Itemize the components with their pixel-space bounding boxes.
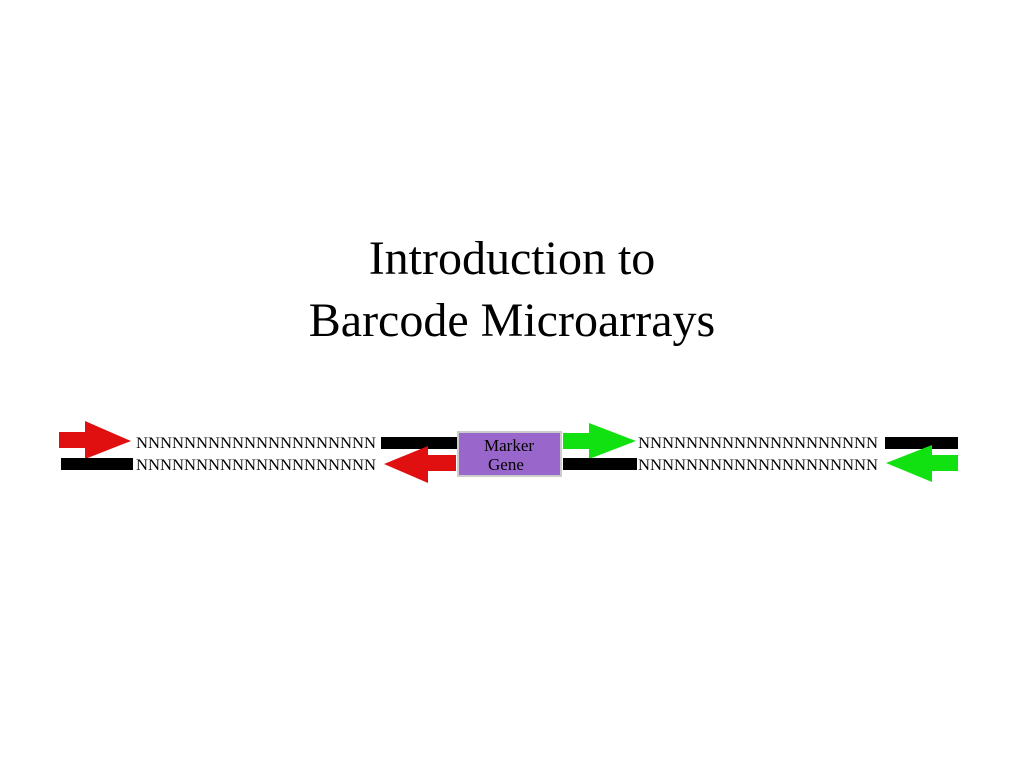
marker-gene-box [457, 431, 562, 477]
left-barcode-top-sequence: NNNNNNNNNNNNNNNNNNNN [136, 435, 376, 452]
right-bottom-strand-bar [563, 458, 637, 470]
green-forward-primer-arrow [563, 423, 636, 459]
right-barcode-top-sequence: NNNNNNNNNNNNNNNNNNNN [638, 435, 878, 452]
marker-gene-label-line-2: Gene [488, 455, 524, 474]
red-forward-primer-arrow [59, 421, 131, 459]
right-barcode-bottom-sequence: NNNNNNNNNNNNNNNNNNNN [638, 457, 878, 474]
right-top-strand-bar [885, 437, 958, 449]
green-reverse-primer-arrow [886, 445, 958, 482]
title-line-2: Barcode Microarrays [308, 294, 716, 347]
left-barcode-bottom-sequence: NNNNNNNNNNNNNNNNNNNN [136, 457, 376, 474]
marker-gene-label-line-1: Marker [484, 436, 534, 455]
slide-title: Introduction to Barcode Microarrays [0, 228, 1024, 352]
title-line-1: Introduction to [368, 232, 656, 285]
left-bottom-strand-bar [61, 458, 133, 470]
left-top-strand-bar [381, 437, 457, 449]
red-reverse-primer-arrow [384, 446, 456, 483]
